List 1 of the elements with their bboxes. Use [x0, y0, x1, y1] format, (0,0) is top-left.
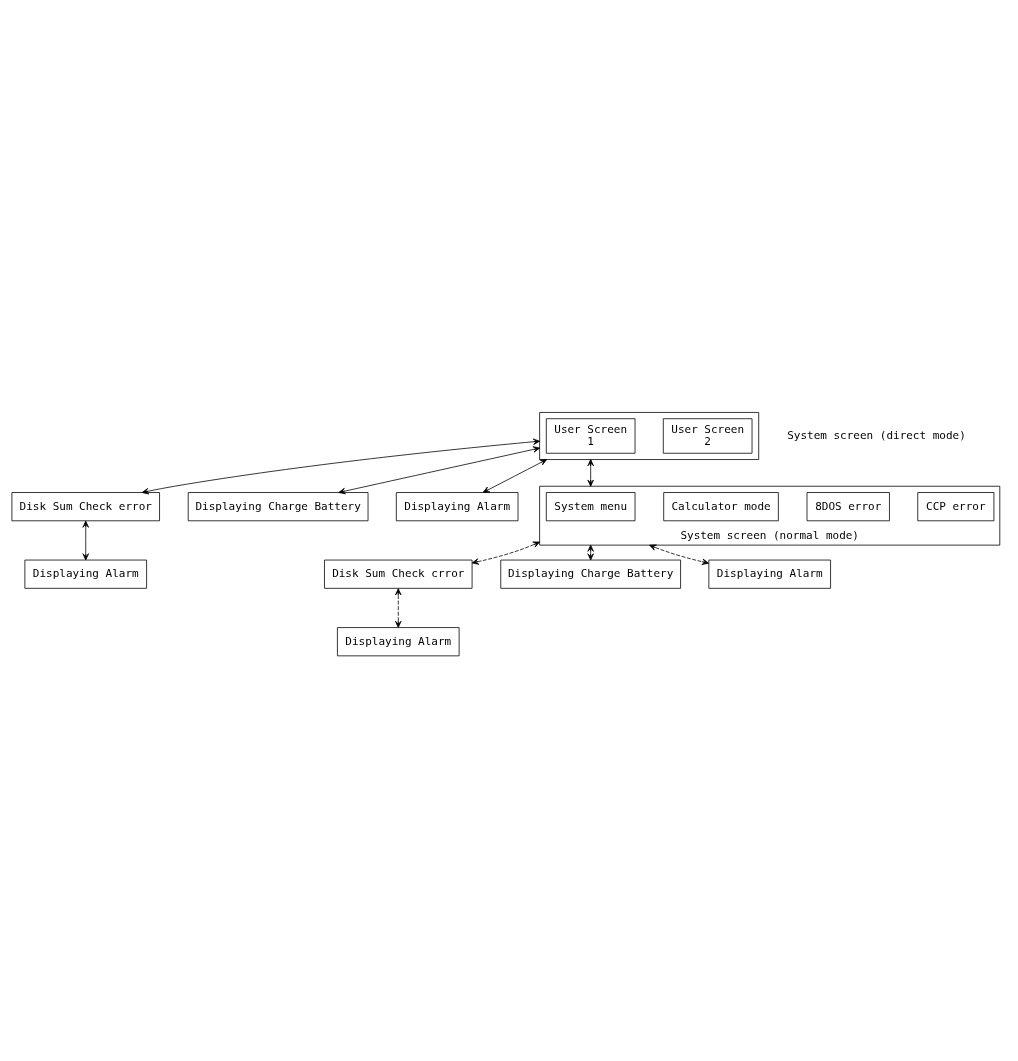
label: System screen (direct mode) — [787, 428, 966, 442]
